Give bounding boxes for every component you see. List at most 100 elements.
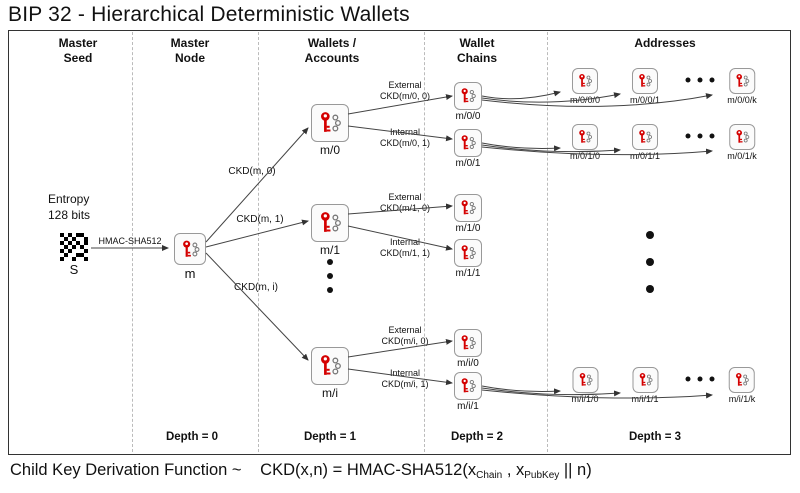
key-icon xyxy=(631,124,658,150)
address-label: m/i/1/0 xyxy=(571,394,599,404)
chain-node-mi1: m/i/1 xyxy=(454,372,482,412)
key-icon xyxy=(454,239,482,267)
edge-ckd: CKD(m/1, 1) xyxy=(379,247,431,258)
edge-type: Internal xyxy=(389,368,421,378)
depth-label-0: Depth = 0 xyxy=(165,431,219,443)
wallet-node-mi: m/i xyxy=(311,347,349,400)
column-header-wallet-chains: Wallet Chains xyxy=(456,36,497,65)
address-node-m001: m/0/0/1 xyxy=(630,68,660,105)
column-divider xyxy=(547,32,548,452)
key-icon xyxy=(454,372,482,400)
edge-label-internal-m1: Internal CKD(m/1, 1) xyxy=(380,237,430,259)
edge-label-internal-mi: Internal CKD(m/i, 1) xyxy=(382,368,429,390)
formula-prefix: Child Key Derivation Function ~ xyxy=(10,461,242,479)
edge-type: Internal xyxy=(389,127,421,137)
chain-node-m01: m/0/1 xyxy=(454,129,482,169)
chain-node-label: m/i/1 xyxy=(457,401,479,412)
address-node-m00k: m/0/0/k xyxy=(727,68,757,105)
edge-label-ckd-mi: CKD(m, i) xyxy=(234,282,278,293)
key-icon xyxy=(454,329,482,357)
column-header-addresses: Addresses xyxy=(634,36,696,50)
seed-label: S xyxy=(69,262,79,277)
address-label: m/0/0/0 xyxy=(569,95,601,105)
chain-node-label: m/i/0 xyxy=(457,358,479,369)
address-node-m000: m/0/0/0 xyxy=(570,68,600,105)
column-divider xyxy=(258,32,259,452)
edge-label-external-m0: External CKD(m/0, 0) xyxy=(380,80,430,102)
address-node-mi11: m/i/1/1 xyxy=(631,367,659,404)
chain-node-label: m/1/1 xyxy=(455,268,481,279)
address-node-mi10: m/i/1/0 xyxy=(571,367,599,404)
entropy-line2: 128 bits xyxy=(48,207,91,222)
address-label: m/0/0/1 xyxy=(629,95,661,105)
chain-node-label: m/0/0 xyxy=(455,111,481,122)
key-icon xyxy=(454,194,482,222)
chain-node-label: m/1/0 xyxy=(455,223,481,234)
column-header-wallets-accounts: Wallets / Accounts xyxy=(304,36,360,65)
chain-node-mi0: m/i/0 xyxy=(454,329,482,369)
master-node-label: m xyxy=(184,266,196,281)
depth-label-3: Depth = 3 xyxy=(628,431,682,443)
address-node-m011: m/0/1/1 xyxy=(630,124,660,161)
edge-type: Internal xyxy=(389,237,421,247)
key-icon xyxy=(571,68,598,94)
edge-ckd: CKD(m/i, 1) xyxy=(381,378,429,389)
edge-label-ckd-m1: CKD(m, 1) xyxy=(236,214,284,225)
formula-sub-pubkey: PubKey xyxy=(524,470,560,481)
edge-type: External xyxy=(388,80,422,90)
entropy-seed-bitmap-icon xyxy=(60,233,88,261)
entropy-line1: Entropy xyxy=(48,192,90,206)
entropy-text: Entropy 128 bits xyxy=(48,192,90,223)
edge-ckd: CKD(m/i, 0) xyxy=(381,335,429,346)
column-divider xyxy=(132,32,133,452)
key-icon xyxy=(174,233,206,265)
edge-label-ckd-m0: CKD(m, 0) xyxy=(228,166,276,177)
edge-ckd: CKD(m/0, 0) xyxy=(379,90,431,101)
edge-label-external-mi: External CKD(m/i, 0) xyxy=(382,325,429,347)
wallet-node-m1: m/1 xyxy=(311,204,349,257)
edge-label-internal-m0: Internal CKD(m/0, 1) xyxy=(380,127,430,149)
master-node: m xyxy=(174,233,206,281)
key-icon xyxy=(631,367,658,393)
address-node-m01k: m/0/1/k xyxy=(727,124,757,161)
formula-call: CKD(x,n) = HMAC-SHA512(x xyxy=(260,461,477,479)
wallet-node-label: m/i xyxy=(322,386,338,400)
chain-node-m00: m/0/0 xyxy=(454,82,482,122)
key-icon xyxy=(728,68,755,94)
column-header-master-seed: Master Seed xyxy=(58,36,98,65)
address-label: m/0/0/k xyxy=(727,95,757,105)
key-icon xyxy=(571,367,598,393)
key-icon xyxy=(454,82,482,110)
edge-ckd: CKD(m/0, 1) xyxy=(379,137,431,148)
address-label: m/i/1/k xyxy=(728,394,756,404)
address-label: m/i/1/1 xyxy=(631,394,659,404)
wallet-node-m0: m/0 xyxy=(311,104,349,157)
column-header-master-node: Master Node xyxy=(170,36,210,65)
address-node-mi1k: m/i/1/k xyxy=(728,367,756,404)
key-icon xyxy=(454,129,482,157)
edge-type: External xyxy=(388,325,422,335)
edge-ckd: CKD(m/1, 0) xyxy=(379,202,431,213)
edge-label-hmac: HMAC-SHA512 xyxy=(98,236,162,246)
ckd-formula: Child Key Derivation Function ~ CKD(x,n)… xyxy=(10,461,592,481)
key-icon xyxy=(728,367,755,393)
chain-node-label: m/0/1 xyxy=(455,158,481,169)
address-label: m/0/1/1 xyxy=(629,151,661,161)
chain-node-m10: m/1/0 xyxy=(454,194,482,234)
key-icon xyxy=(631,68,658,94)
key-icon xyxy=(311,104,349,142)
seed-node: S xyxy=(60,233,88,277)
chain-node-m11: m/1/1 xyxy=(454,239,482,279)
wallet-node-label: m/1 xyxy=(319,243,340,257)
formula-suffix: || n) xyxy=(559,461,592,479)
key-icon xyxy=(311,347,349,385)
key-icon xyxy=(571,124,598,150)
address-node-m010: m/0/1/0 xyxy=(570,124,600,161)
key-icon xyxy=(311,204,349,242)
key-icon xyxy=(728,124,755,150)
address-label: m/0/1/k xyxy=(727,151,757,161)
formula-sub-chain: Chain xyxy=(476,470,503,481)
depth-label-2: Depth = 2 xyxy=(450,431,504,443)
address-label: m/0/1/0 xyxy=(569,151,601,161)
